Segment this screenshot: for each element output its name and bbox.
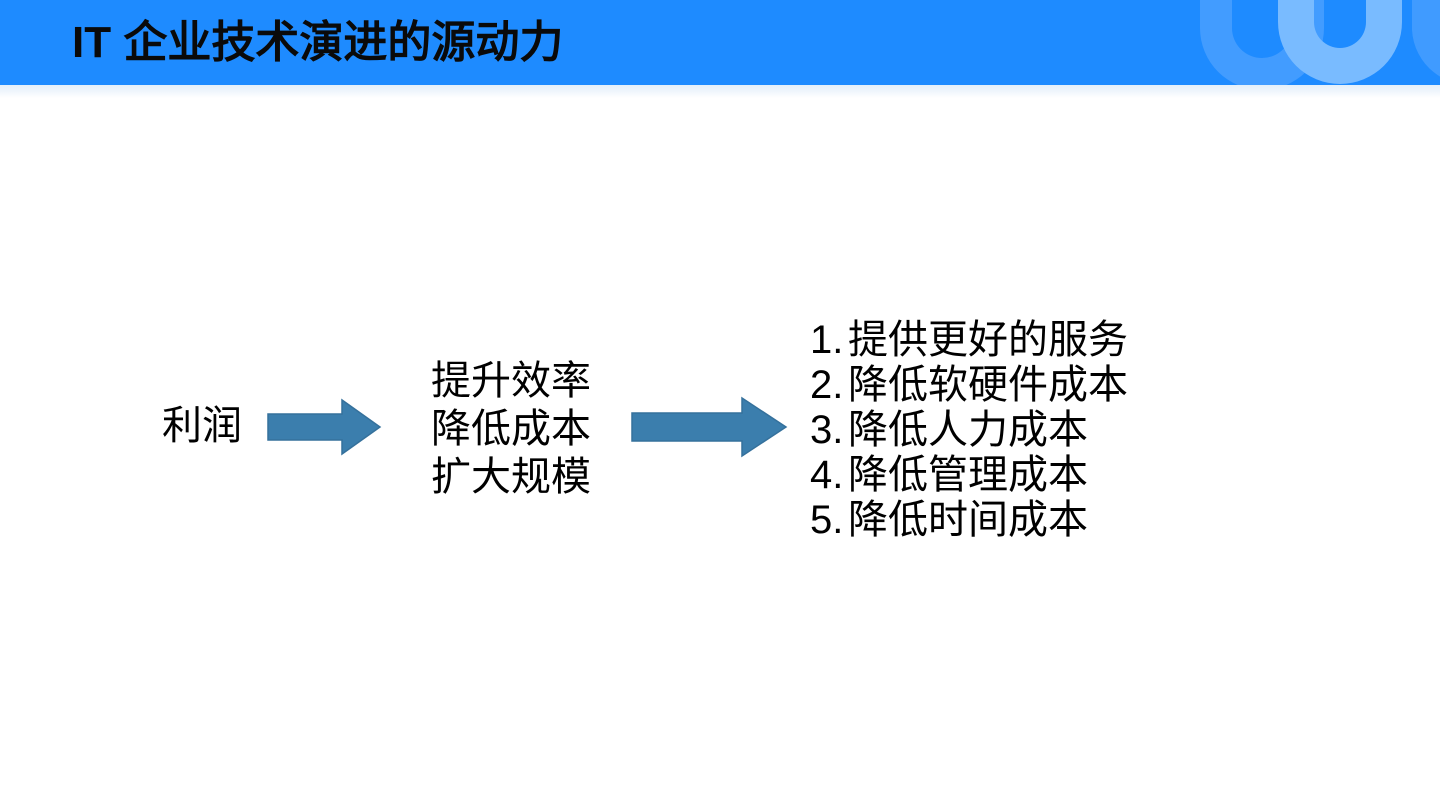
flow-arrow-1-icon bbox=[266, 398, 382, 461]
flow-node-profit: 利润 bbox=[162, 404, 242, 448]
list-item-number: 1. bbox=[810, 318, 844, 362]
page-title-prefix: IT bbox=[72, 18, 112, 67]
list-item: 4.降低管理成本 bbox=[810, 453, 1128, 498]
flow-arrow-2-icon bbox=[630, 396, 788, 463]
list-item-number: 4. bbox=[810, 453, 844, 497]
list-item-number: 3. bbox=[810, 408, 844, 452]
list-item-label: 提供更好的服务 bbox=[848, 318, 1128, 362]
flow-node-goals-line: 扩大规模 bbox=[431, 455, 591, 499]
list-item-number: 5. bbox=[810, 498, 844, 542]
banner-underline-band bbox=[0, 85, 1440, 98]
flow-node-goals: 提升效率 降低成本 扩大规模 bbox=[431, 357, 591, 501]
list-item: 5.降低时间成本 bbox=[810, 498, 1128, 543]
list-item-label: 降低软硬件成本 bbox=[848, 363, 1128, 407]
list-item-label: 降低管理成本 bbox=[848, 453, 1088, 497]
list-item: 2.降低软硬件成本 bbox=[810, 363, 1128, 408]
flow-node-goals-line: 降低成本 bbox=[431, 407, 591, 451]
flow-node-outcomes: 1.提供更好的服务 2.降低软硬件成本 3.降低人力成本 4.降低管理成本 5.… bbox=[810, 318, 1128, 543]
list-item: 3.降低人力成本 bbox=[810, 408, 1128, 453]
page-title-rest: 企业技术演进的源动力 bbox=[111, 18, 564, 67]
list-item-label: 降低人力成本 bbox=[848, 408, 1088, 452]
list-item-label: 降低时间成本 bbox=[848, 498, 1088, 542]
list-item: 1.提供更好的服务 bbox=[810, 318, 1128, 363]
list-item-number: 2. bbox=[810, 363, 844, 407]
flow-node-goals-line: 提升效率 bbox=[431, 359, 591, 403]
page-title: IT 企业技术演进的源动力 bbox=[72, 16, 563, 70]
